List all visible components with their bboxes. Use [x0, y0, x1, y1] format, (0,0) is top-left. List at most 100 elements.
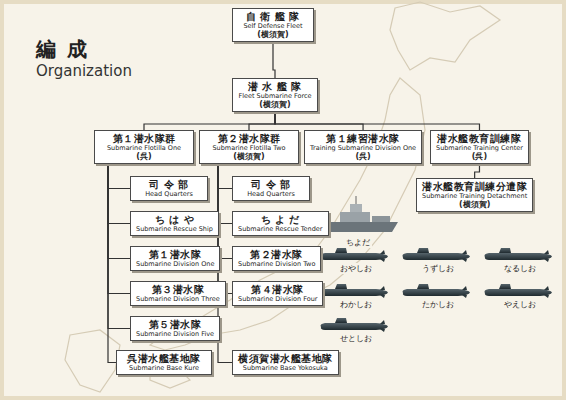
unit-name: 第１練習潜水隊 — [310, 133, 416, 145]
english-name: Submarine Training Center — [436, 145, 523, 152]
english-name: Submarine Training Detachment — [422, 193, 527, 200]
detachment-box: 潜水艦教育訓練分遣隊Submarine Training Detachment(… — [416, 178, 533, 212]
unit-box: 司 令 部Head Quarters — [232, 176, 310, 201]
flotilla-box: 第１潜水隊群Submarine Flotilla One(呉) — [94, 130, 194, 164]
unit-box: 第２潜水隊Submarine Division Two — [232, 246, 321, 271]
unit-name: 第５潜水隊 — [136, 319, 214, 331]
ship-name: おやしお — [338, 263, 374, 274]
org-connector — [144, 112, 275, 130]
location: (呉) — [310, 152, 416, 161]
unit-name: 横須賀潜水艦基地隊 — [238, 353, 333, 365]
connector-line — [218, 164, 232, 293]
force-box: 潜 水 艦 隊Fleet Submarine Force(横須賀) — [232, 78, 318, 112]
unit-name: 第４潜水隊 — [238, 284, 317, 296]
ship-name: うずしお — [420, 263, 456, 274]
english-name: Submarine Division Three — [136, 296, 220, 303]
connector-line — [249, 112, 275, 130]
org-connector — [475, 164, 480, 178]
unit-name: ち は や — [136, 214, 213, 226]
connector-line — [218, 164, 232, 188]
unit-name: 第１潜水隊群 — [100, 133, 188, 145]
english-name: Self Defense Fleet — [238, 23, 308, 30]
unit-name: 司 令 部 — [136, 179, 202, 191]
english-name: Training Submarine Division One — [310, 145, 416, 152]
org-connector — [218, 164, 232, 188]
org-connector — [108, 164, 130, 258]
unit-name: 司 令 部 — [238, 179, 304, 191]
org-connector — [108, 164, 116, 362]
base-box: 横須賀潜水艦基地隊Submarine Base Yokosuka — [232, 350, 339, 375]
unit-box: ち は やSubmarine Rescue Ship — [130, 211, 219, 236]
org-connector — [275, 112, 363, 130]
base-box: 呉潜水艦基地隊Submarine Base Kure — [116, 350, 212, 375]
unit-name: 呉潜水艦基地隊 — [122, 353, 206, 365]
unit-name: 第２潜水隊 — [238, 249, 315, 261]
fleet-box: 自 衛 艦 隊Self Defense Fleet(横須賀) — [232, 8, 314, 42]
connector-line — [273, 42, 275, 78]
org-connector — [218, 164, 232, 258]
english-name: Submarine Base Kure — [122, 365, 206, 372]
unit-name: 第１潜水隊 — [136, 249, 214, 261]
location: (横須賀) — [422, 200, 527, 209]
location: (横須賀) — [238, 30, 308, 39]
ship-name: やえしお — [502, 299, 538, 310]
location: (呉) — [100, 152, 188, 161]
unit-name: ち よ だ — [238, 214, 323, 226]
submarine-silhouettes — [321, 248, 553, 332]
unit-box: 第４潜水隊Submarine Division Four — [232, 281, 323, 306]
rescue-tender-ship — [322, 196, 398, 232]
english-name: Submarine Division Two — [238, 261, 315, 268]
unit-box: ち よ だSubmarine Rescue Tender — [232, 211, 329, 236]
connector-line — [475, 164, 480, 178]
ship-name: わかしお — [338, 299, 374, 310]
connector-line — [108, 164, 116, 362]
location: (横須賀) — [238, 100, 312, 109]
org-connector — [218, 164, 232, 223]
english-name: Submarine Division Five — [136, 331, 214, 338]
unit-name: 潜 水 艦 隊 — [238, 81, 312, 93]
center-box: 潜水艦教育訓練隊Submarine Training Center(呉) — [430, 130, 529, 164]
connector-line — [108, 164, 130, 258]
unit-box: 第１潜水隊Submarine Division One — [130, 246, 220, 271]
english-name: Submarine Rescue Tender — [238, 226, 323, 233]
org-connector — [108, 164, 130, 293]
connector-line — [275, 112, 479, 130]
english-name: Submarine Rescue Ship — [136, 226, 213, 233]
unit-name: 潜水艦教育訓練分遣隊 — [422, 181, 527, 193]
english-name: Submarine Flotilla One — [100, 145, 188, 152]
ship-name: せとしお — [338, 333, 374, 344]
subtitle: Organization — [36, 62, 132, 80]
org-connector — [249, 112, 275, 130]
ship-name: ちよだ — [344, 237, 372, 248]
unit-name: 第３潜水隊 — [136, 284, 220, 296]
english-name: Fleet Submarine Force — [238, 93, 312, 100]
english-name: Submarine Base Yokosuka — [238, 365, 333, 372]
page-title: 編 成 — [36, 36, 89, 63]
english-name: Submarine Division Four — [238, 296, 317, 303]
connector-line — [144, 112, 275, 130]
org-connector — [218, 164, 232, 293]
location: (呉) — [436, 152, 523, 161]
connector-line — [275, 112, 363, 130]
ship-name: なるしお — [502, 263, 538, 274]
org-connector — [108, 164, 130, 188]
division-box: 第１練習潜水隊Training Submarine Division One(呉… — [304, 130, 422, 164]
connector-line — [218, 164, 232, 258]
connector-line — [108, 164, 130, 293]
org-connector — [275, 112, 479, 130]
ship-name: たかしお — [420, 299, 456, 310]
org-connector — [273, 42, 275, 78]
unit-name: 自 衛 艦 隊 — [238, 11, 308, 23]
english-name: Head Quarters — [136, 191, 202, 198]
unit-name: 潜水艦教育訓練隊 — [436, 133, 523, 145]
english-name: Head Quarters — [238, 191, 304, 198]
connector-line — [108, 164, 130, 223]
unit-box: 第３潜水隊Submarine Division Three — [130, 281, 226, 306]
connector-line — [108, 164, 130, 328]
flotilla-box: 第２潜水隊群Submarine Flotilla Two(横須賀) — [199, 130, 299, 164]
connector-line — [218, 164, 232, 223]
org-connector — [108, 164, 130, 328]
english-name: Submarine Flotilla Two — [205, 145, 293, 152]
unit-name: 第２潜水隊群 — [205, 133, 293, 145]
